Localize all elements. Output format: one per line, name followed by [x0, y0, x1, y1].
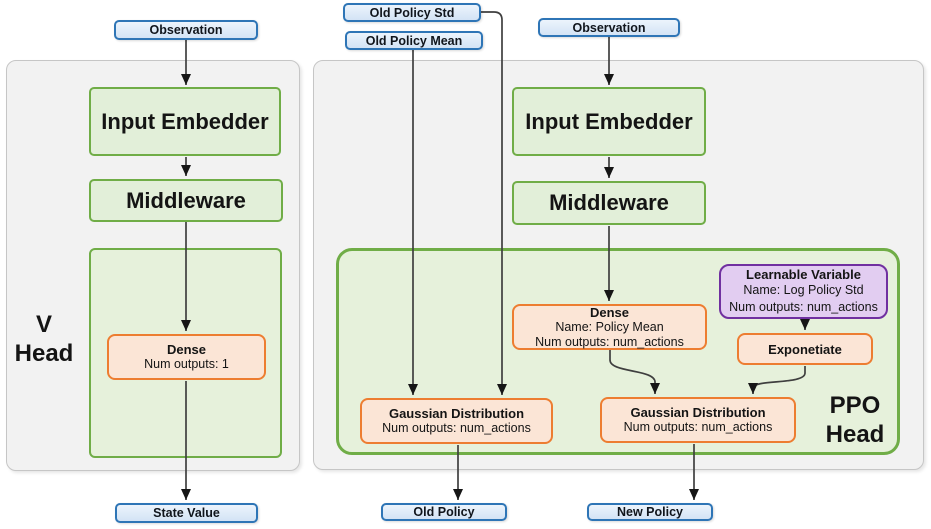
gaussian-distribution-new-box: Gaussian Distribution Num outputs: num_a… [600, 397, 796, 443]
ppo-middleware-box: Middleware [512, 181, 706, 225]
exponetiate-title: Exponetiate [768, 341, 842, 357]
ppo-dense-title: Dense [589, 305, 630, 320]
gaussian-distribution-old-box: Gaussian Distribution Num outputs: num_a… [360, 398, 553, 444]
new-policy-label: New Policy [587, 503, 713, 521]
learnable-variable-outputs: Num outputs: num_actions [729, 300, 878, 314]
learnable-variable-box: Learnable Variable Name: Log Policy Std … [719, 264, 888, 319]
gaussian-new-title: Gaussian Distribution [630, 405, 766, 421]
ppo-dense-outputs: Num outputs: num_actions [535, 334, 684, 349]
v-head-title-line1: V [35, 311, 52, 338]
v-head-title: V Head [8, 310, 80, 368]
v-observation-label: Observation [114, 20, 258, 40]
ppo-head-title-line2: Head [825, 421, 885, 448]
learnable-variable-name: Name: Log Policy Std [743, 283, 864, 297]
v-dense-outputs: Num outputs: 1 [144, 357, 229, 372]
state-value-label: State Value [115, 503, 258, 523]
ppo-observation-label: Observation [538, 18, 680, 37]
gaussian-new-outputs: Num outputs: num_actions [623, 420, 773, 435]
learnable-variable-title: Learnable Variable [746, 267, 861, 282]
ppo-dense-name: Name: Policy Mean [555, 320, 664, 334]
gaussian-old-outputs: Num outputs: num_actions [382, 421, 531, 436]
ppo-input-embedder-box: Input Embedder [512, 87, 706, 156]
old-policy-mean-label: Old Policy Mean [345, 31, 483, 50]
ppo-dense-box: Dense Name: Policy Mean Num outputs: num… [512, 304, 707, 350]
v-dense-box: Dense Num outputs: 1 [107, 334, 266, 380]
v-dense-title: Dense [166, 342, 207, 358]
v-input-embedder-box: Input Embedder [89, 87, 281, 156]
v-middleware-box: Middleware [89, 179, 283, 222]
exponetiate-box: Exponetiate [737, 333, 873, 365]
old-policy-std-label: Old Policy Std [343, 3, 481, 22]
v-head-title-line2: Head [14, 340, 74, 367]
gaussian-old-title: Gaussian Distribution [388, 406, 525, 422]
ppo-head-title: PPO Head [816, 391, 894, 449]
ppo-head-title-line1: PPO [829, 392, 881, 419]
old-policy-label: Old Policy [381, 503, 507, 521]
